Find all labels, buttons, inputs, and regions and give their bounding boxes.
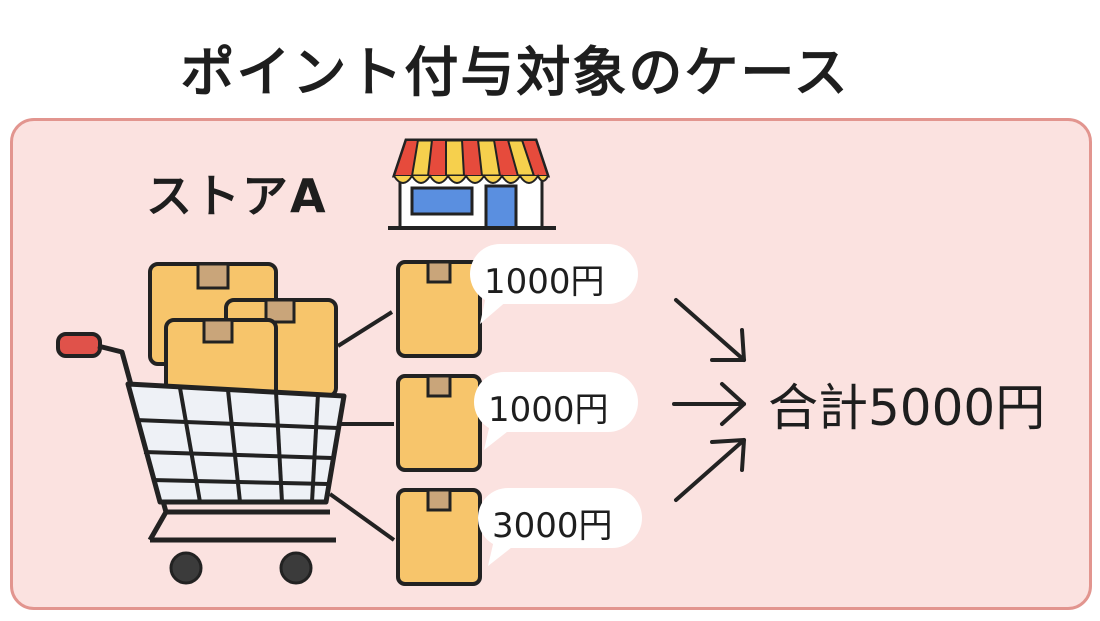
item-price: 1000円 (484, 262, 605, 302)
arrow-icon (674, 438, 746, 502)
item-price: 1000円 (488, 390, 609, 430)
store-label: ストアA (146, 169, 328, 223)
page-title: ポイント付与対象のケース (180, 41, 850, 104)
item-price: 3000円 (492, 506, 613, 546)
item-box-icon (396, 488, 482, 586)
price-bubble (474, 372, 638, 450)
price-bubble (470, 244, 638, 324)
price-bubble (478, 488, 642, 566)
item-box-icon (396, 374, 482, 472)
store-icon (388, 138, 556, 230)
arrow-icon (672, 382, 746, 426)
item-box-icon (396, 260, 482, 358)
arrow-icon (674, 298, 746, 362)
total-amount: 合計5000円 (768, 379, 1046, 437)
shopping-cart-icon (56, 262, 347, 585)
